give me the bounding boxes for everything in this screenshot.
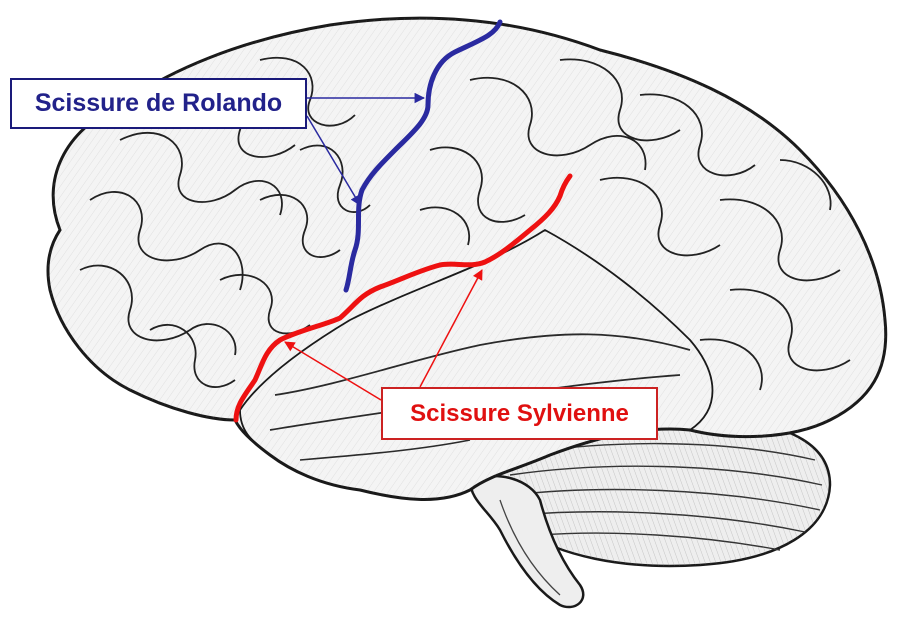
sylvienne-leader-up bbox=[419, 269, 483, 388]
brainstem bbox=[468, 474, 585, 609]
frontal-lobe bbox=[79, 56, 371, 388]
rolando-label-text: Scissure de Rolando bbox=[34, 89, 283, 117]
sylvienne-label: Scissure Sylvienne bbox=[381, 387, 658, 440]
rolando-leader-line bbox=[306, 115, 361, 206]
rolando-label: Scissure de Rolando bbox=[10, 78, 307, 129]
cerebellum bbox=[495, 417, 832, 568]
occipital-lobe bbox=[699, 159, 851, 391]
rolando-sulcus bbox=[343, 19, 503, 293]
sylvienne-label-text: Scissure Sylvienne bbox=[410, 399, 629, 427]
sylvienne-sulcus bbox=[233, 173, 573, 423]
sylvienne-leader-left bbox=[284, 341, 382, 401]
parietal-lobe bbox=[419, 58, 756, 257]
